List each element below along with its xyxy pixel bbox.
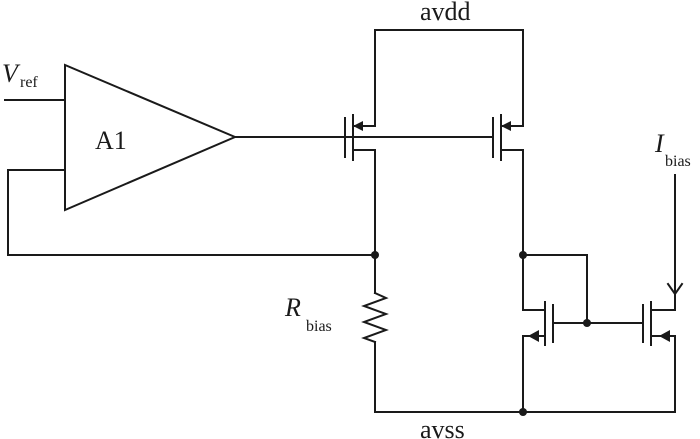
ibias-subscript: bias <box>665 153 691 170</box>
vref-symbol: V <box>2 59 21 88</box>
rbias-resistor <box>361 254 389 413</box>
amplifier-label: A1 <box>95 126 127 155</box>
junction-dot <box>519 251 527 259</box>
rbias-symbol: R <box>284 293 301 322</box>
avdd-rail <box>374 29 524 121</box>
nmos-left <box>522 254 644 413</box>
junction-dot <box>583 319 591 327</box>
ibias-symbol: I <box>654 129 665 158</box>
avss-label: avss <box>420 415 465 439</box>
avdd-label: avdd <box>420 0 471 26</box>
pmos-right <box>492 114 524 256</box>
vref-subscript: ref <box>20 74 38 91</box>
junction-dot <box>519 408 527 416</box>
rbias-subscript: bias <box>306 318 332 335</box>
ibias-arrow <box>666 282 684 296</box>
feedback-wire <box>7 169 376 256</box>
nmos-right <box>642 174 684 413</box>
junction-dots <box>371 251 591 416</box>
junction-dot <box>371 251 379 259</box>
opamp-a1 <box>4 63 376 256</box>
